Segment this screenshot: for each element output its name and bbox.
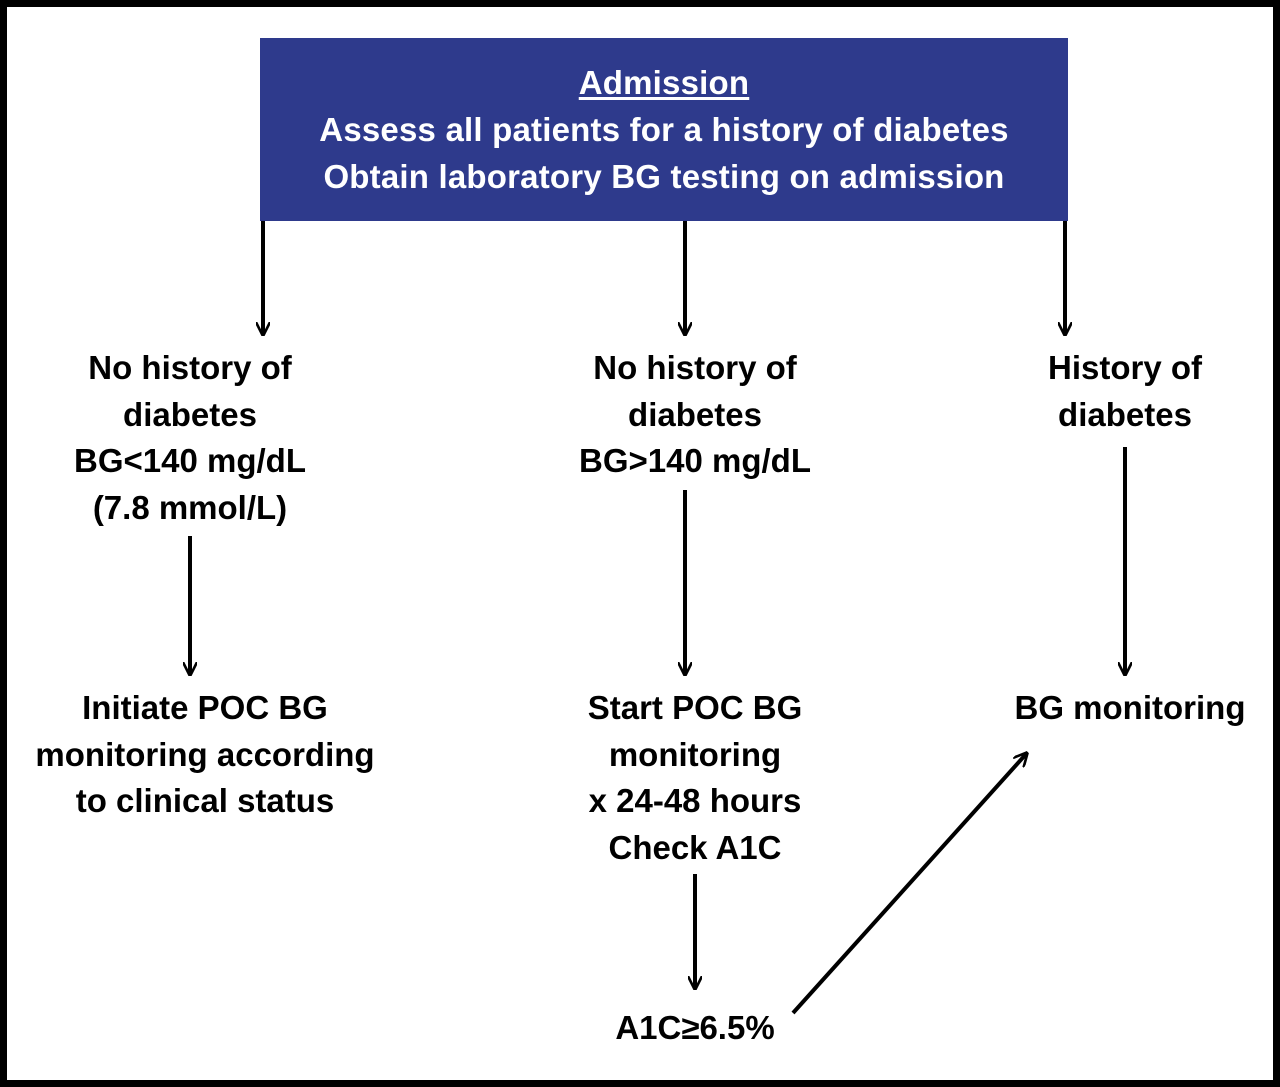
bg-monitoring-label: BG monitoring: [1014, 689, 1246, 726]
middle-condition-line: diabetes: [628, 395, 762, 433]
admission-instruction-assess: Assess all patients for a history of dia…: [319, 111, 1009, 148]
middle-action-line: Start POC BG: [587, 689, 803, 726]
middle-action-box: Start POC BG monitoring x 24-48 hours Ch…: [565, 685, 825, 871]
left-condition-box: No history of diabetes BG<140 mg/dL (7.8…: [40, 345, 340, 531]
left-action-line: to clinical status: [75, 782, 335, 819]
arrow-result-to-bg-monitoring: [791, 753, 1027, 1015]
right-condition-line: History of: [1047, 349, 1202, 386]
middle-action-line: Check A1C: [608, 828, 782, 866]
middle-action-line: x 24-48 hours: [588, 782, 802, 819]
right-action-box: BG monitoring: [995, 685, 1265, 732]
left-action-box: Initiate POC BG monitoring according to …: [25, 685, 385, 825]
a1c-result-label: A1C≥6.5%: [615, 1009, 775, 1046]
admission-instruction-lab-bg: Obtain laboratory BG testing on admissio…: [323, 158, 1005, 195]
connector-arrows: [7, 221, 1273, 1015]
left-condition-line: No history of: [88, 349, 292, 386]
left-condition-line: (7.8 mmol/L): [92, 488, 288, 526]
left-action-line: Initiate POC BG: [82, 689, 328, 726]
right-condition-box: History of diabetes: [1005, 345, 1245, 438]
left-condition-line: BG<140 mg/dL: [74, 442, 306, 479]
middle-action-line: monitoring: [608, 735, 782, 773]
left-action-line: monitoring according: [35, 735, 375, 773]
left-condition-line: diabetes: [123, 395, 257, 433]
a1c-result-box: A1C≥6.5%: [585, 1005, 805, 1052]
middle-condition-box: No history of diabetes BG>140 mg/dL: [545, 345, 845, 485]
middle-condition-line: BG>140 mg/dL: [579, 442, 811, 479]
right-condition-line: diabetes: [1058, 395, 1192, 433]
admission-title: Admission: [578, 64, 750, 101]
middle-condition-line: No history of: [593, 349, 797, 386]
admission-box: Admission Assess all patients for a hist…: [260, 38, 1068, 221]
